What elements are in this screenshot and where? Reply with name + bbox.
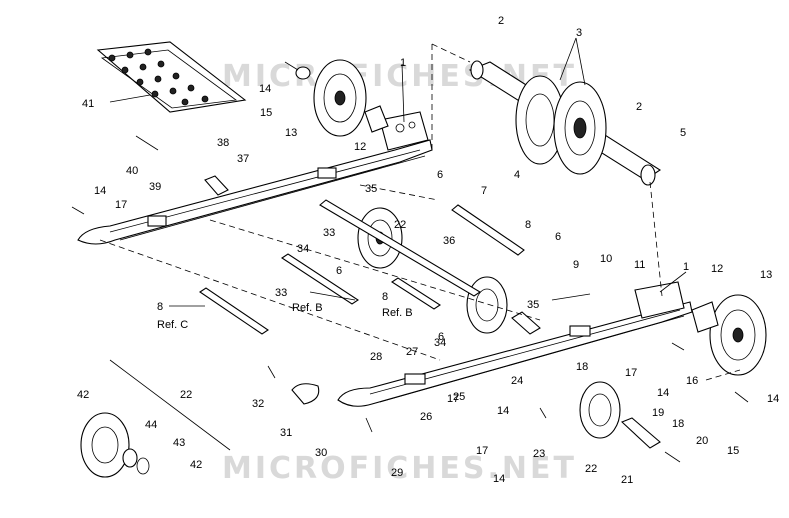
callout-36: 36 xyxy=(443,235,455,247)
callout-16: 16 xyxy=(686,375,698,387)
callout-39: 39 xyxy=(149,181,161,193)
callout-42: 42 xyxy=(77,389,89,401)
callout-43: 43 xyxy=(173,437,185,449)
callout-10: 10 xyxy=(600,253,612,265)
callouts: 1 1 2 2 3 4 5 6 6 6 6 7 8 8 8 9 10 11 12… xyxy=(77,15,779,486)
callout-17: 17 xyxy=(447,393,459,405)
callout-7: 7 xyxy=(481,185,487,197)
ref-b-label: Ref. B xyxy=(292,302,323,314)
callout-42: 42 xyxy=(190,459,202,471)
callout-30: 30 xyxy=(315,447,327,459)
callout-32: 32 xyxy=(252,398,264,410)
callout-8: 8 xyxy=(382,291,388,303)
callout-44: 44 xyxy=(145,419,157,431)
rail-left xyxy=(77,111,433,245)
rail-right xyxy=(337,281,693,407)
callout-20: 20 xyxy=(696,435,708,447)
callout-3: 3 xyxy=(576,27,582,39)
callout-17: 17 xyxy=(115,199,127,211)
callout-14: 14 xyxy=(497,405,509,417)
wheel-13-lower xyxy=(691,294,767,376)
callout-23: 23 xyxy=(533,448,545,460)
watermark-bottom: MICROFICHES.NET xyxy=(222,451,577,486)
callout-2: 2 xyxy=(498,15,504,27)
callout-8: 8 xyxy=(525,219,531,231)
callout-41: 41 xyxy=(82,98,94,110)
callout-6: 6 xyxy=(437,169,443,181)
callout-14: 14 xyxy=(259,83,271,95)
shafts xyxy=(199,175,661,449)
callout-24: 24 xyxy=(511,375,523,387)
callout-33: 33 xyxy=(323,227,335,239)
callout-25: 25 xyxy=(453,391,465,403)
callout-21: 21 xyxy=(621,474,633,486)
callout-5: 5 xyxy=(680,127,686,139)
callout-4: 4 xyxy=(514,169,520,181)
callout-13: 13 xyxy=(760,269,772,281)
callout-18: 18 xyxy=(576,361,588,373)
bolts xyxy=(71,61,749,463)
callout-35: 35 xyxy=(527,299,539,311)
callout-28: 28 xyxy=(370,351,382,363)
callout-19: 19 xyxy=(652,407,664,419)
callout-35: 35 xyxy=(365,183,377,195)
callout-22: 22 xyxy=(180,389,192,401)
idler-wheels xyxy=(80,207,621,478)
callout-14: 14 xyxy=(493,473,505,485)
callout-9: 9 xyxy=(573,259,579,271)
callout-12: 12 xyxy=(711,263,723,275)
callout-14: 14 xyxy=(767,393,779,405)
callout-2: 2 xyxy=(636,101,642,113)
callout-6: 6 xyxy=(336,265,342,277)
callout-11: 11 xyxy=(634,259,645,271)
callout-26: 26 xyxy=(420,411,432,423)
leader-lines xyxy=(109,37,687,307)
callout-1: 1 xyxy=(683,261,689,273)
callout-1: 1 xyxy=(400,57,406,69)
rear-axle-assembly xyxy=(468,60,662,186)
callout-14: 14 xyxy=(657,387,669,399)
callout-37: 37 xyxy=(237,153,249,165)
callout-22: 22 xyxy=(585,463,597,475)
callout-14: 14 xyxy=(94,185,106,197)
callout-15: 15 xyxy=(727,445,739,457)
callout-22: 22 xyxy=(394,219,406,231)
callout-27: 27 xyxy=(406,346,418,358)
callout-34: 34 xyxy=(297,243,309,255)
callout-40: 40 xyxy=(126,165,138,177)
callout-15: 15 xyxy=(260,107,272,119)
callout-12: 12 xyxy=(354,141,366,153)
callout-17: 17 xyxy=(625,367,637,379)
callout-33: 33 xyxy=(275,287,287,299)
slide-plate-41 xyxy=(96,41,247,113)
callout-6: 6 xyxy=(555,231,561,243)
callout-31: 31 xyxy=(280,427,292,439)
alignment-lines xyxy=(99,43,741,451)
callout-38: 38 xyxy=(217,137,229,149)
callout-17: 17 xyxy=(476,445,488,457)
callout-18: 18 xyxy=(672,418,684,430)
callout-13: 13 xyxy=(285,127,297,139)
callout-34: 34 xyxy=(434,337,446,349)
ref-b-label: Ref. B xyxy=(382,307,413,319)
callout-8: 8 xyxy=(157,301,163,313)
ref-c-label: Ref. C xyxy=(157,319,188,331)
callout-29: 29 xyxy=(391,467,403,479)
wheel-13-upper xyxy=(295,59,389,137)
callout-6: 6 xyxy=(438,331,444,343)
